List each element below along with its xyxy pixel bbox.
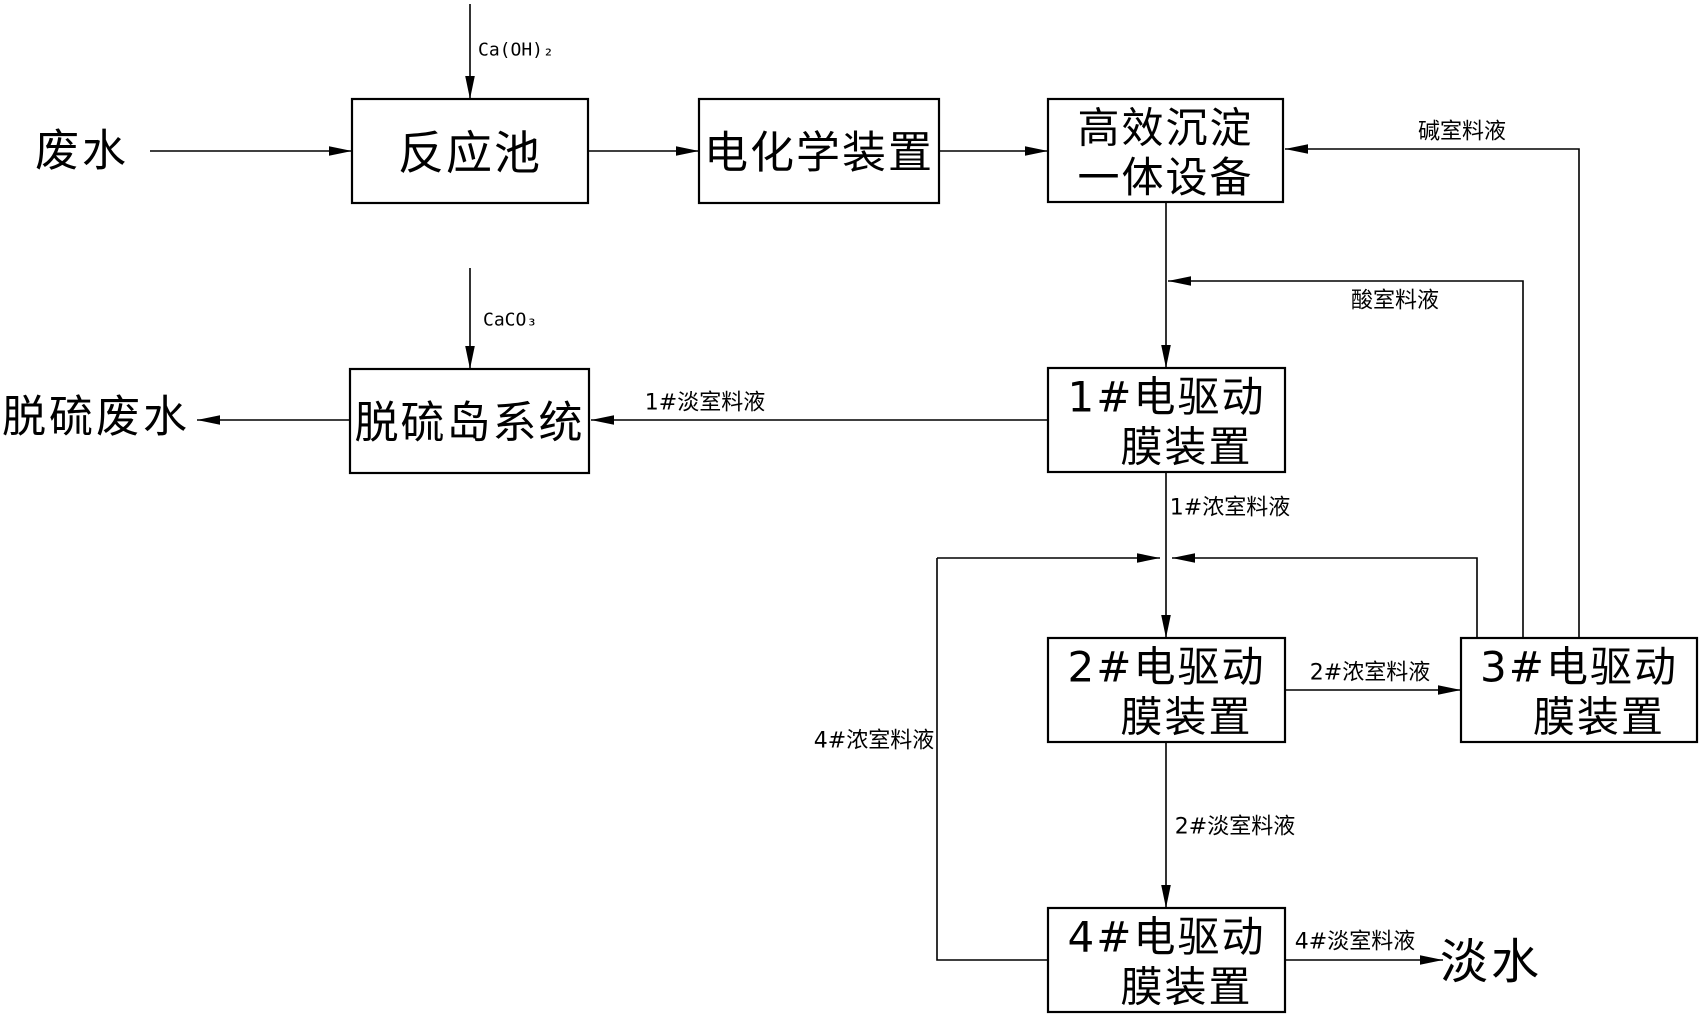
connector-loop-4-riser [936,558,1048,961]
flow-label-dilute-2-liquid: 2#淡室料液 [1175,815,1295,840]
node-label-membrane-device-4-line2: 膜装置 [1120,963,1252,1012]
node-label-membrane-device-1-line1: 1#电驱动 [1068,373,1266,422]
node-box-electrochemical-device [697,97,941,205]
arrow-head-electrochemical-to-sedimentation [1025,146,1048,156]
terminal-fresh-water-out: 淡水 [1440,934,1542,990]
arrow-head-alkali-return-line [1285,144,1308,154]
flow-label-alkali-chamber-liquid: 碱室料液 [1418,120,1506,145]
flow-line-acid-return-line [1168,280,1524,638]
node-label-membrane-device-3-line1: 3#电驱动 [1480,643,1678,692]
connector-membrane-4-to-fresh-water [1285,955,1443,965]
flow-label-limestone-feed: CaCO₃ [483,310,537,331]
flow-line-alkali-return-line [1285,148,1580,638]
arrow-head-reaction-tank-to-electrochemical [676,146,699,156]
terminal-desulfurized-wastewater-out: 脱硫废水 [2,392,190,443]
node-label-high-efficiency-sedimentation-line2: 一体设备 [1077,153,1253,202]
node-box-reaction-tank [350,97,590,205]
node-box-high-efficiency-sedimentation [1046,97,1285,204]
node-label-membrane-device-2-line2: 膜装置 [1120,693,1252,742]
flow-label-dilute-1-liquid: 1#淡室料液 [645,391,765,416]
node-reaction-tank: 反应池 [350,97,590,205]
node-label-membrane-device-2-line1: 2#电驱动 [1068,643,1266,692]
node-box-desulfurization-island [348,367,591,475]
arrow-head-loop-4-into-junction [1137,553,1160,563]
connector-sedimentation-to-membrane-1 [1161,202,1171,368]
terminal-wastewater-in: 废水 [35,126,129,177]
node-label-membrane-device-3-line2: 膜装置 [1533,693,1665,742]
flow-label-concentrate-2-liquid: 2#浓室料液 [1310,661,1430,686]
arrow-head-lime-to-reaction-tank [465,76,475,99]
node-label-high-efficiency-sedimentation-line1: 高效沉淀 [1077,103,1253,152]
arrow-head-membrane-1-to-desulfurization [591,415,614,425]
arrow-head-limestone-to-desulfurization [465,346,475,369]
arrow-head-membrane-1-to-membrane-2 [1161,615,1171,638]
arrow-head-acid-return-line [1168,276,1191,286]
node-box-membrane-device-4 [1046,906,1287,1014]
arrow-head-wastewater-to-reaction-tank [329,146,352,156]
node-label-membrane-device-4-line1: 4#电驱动 [1068,913,1266,962]
connector-loop-4-into-junction [937,553,1160,563]
arrow-head-desulfurization-outlet [197,415,220,425]
node-desulfurization-island: 脱硫岛系统 [348,367,591,475]
node-label-reaction-tank-line1: 反应池 [398,126,542,180]
flow-label-concentrate-1-liquid: 1#浓室料液 [1170,496,1290,521]
arrow-head-sedimentation-to-membrane-1 [1161,345,1171,368]
node-electrochemical-device: 电化学装置 [697,97,941,205]
connector-wastewater-to-reaction-tank [150,146,352,156]
connector-limestone-to-desulfurization [465,268,475,369]
flow-label-concentrate-4-liquid: 4#浓室料液 [814,729,934,754]
connector-membrane-2-to-membrane-4 [1161,742,1171,908]
flow-label-lime-feed: Ca(OH)₂ [478,40,554,61]
node-box-membrane-device-2 [1046,636,1287,744]
connector-lime-to-reaction-tank [465,4,475,99]
flow-label-acid-chamber-liquid: 酸室料液 [1351,289,1439,314]
flow-line-loop-4-riser [936,558,1048,961]
flow-line-membrane-3-into-junction [1172,557,1478,638]
node-label-membrane-device-1-line2: 膜装置 [1120,423,1252,472]
arrow-head-membrane-2-to-membrane-3 [1438,685,1461,695]
node-box-membrane-device-1 [1046,366,1287,474]
arrow-head-membrane-3-into-junction [1172,553,1195,563]
arrow-head-membrane-4-to-fresh-water [1420,955,1443,965]
connector-membrane-1-to-desulfurization [591,415,1048,425]
connector-electrochemical-to-sedimentation [939,146,1048,156]
connector-alkali-return-line [1285,144,1580,638]
flow-label-dilute-4-liquid: 4#淡室料液 [1295,930,1415,955]
connector-reaction-tank-to-electrochemical [588,146,699,156]
connector-membrane-1-to-membrane-2 [1161,472,1171,638]
node-box-membrane-device-3 [1459,636,1699,744]
connector-membrane-3-into-junction [1172,553,1478,638]
node-label-desulfurization-island-line1: 脱硫岛系统 [355,398,585,449]
arrow-head-membrane-2-to-membrane-4 [1161,885,1171,908]
connector-membrane-2-to-membrane-3 [1285,685,1461,695]
connector-acid-return-line [1168,276,1524,638]
connector-desulfurization-outlet [197,415,350,425]
node-label-electrochemical-device-line1: 电化学装置 [704,128,934,179]
